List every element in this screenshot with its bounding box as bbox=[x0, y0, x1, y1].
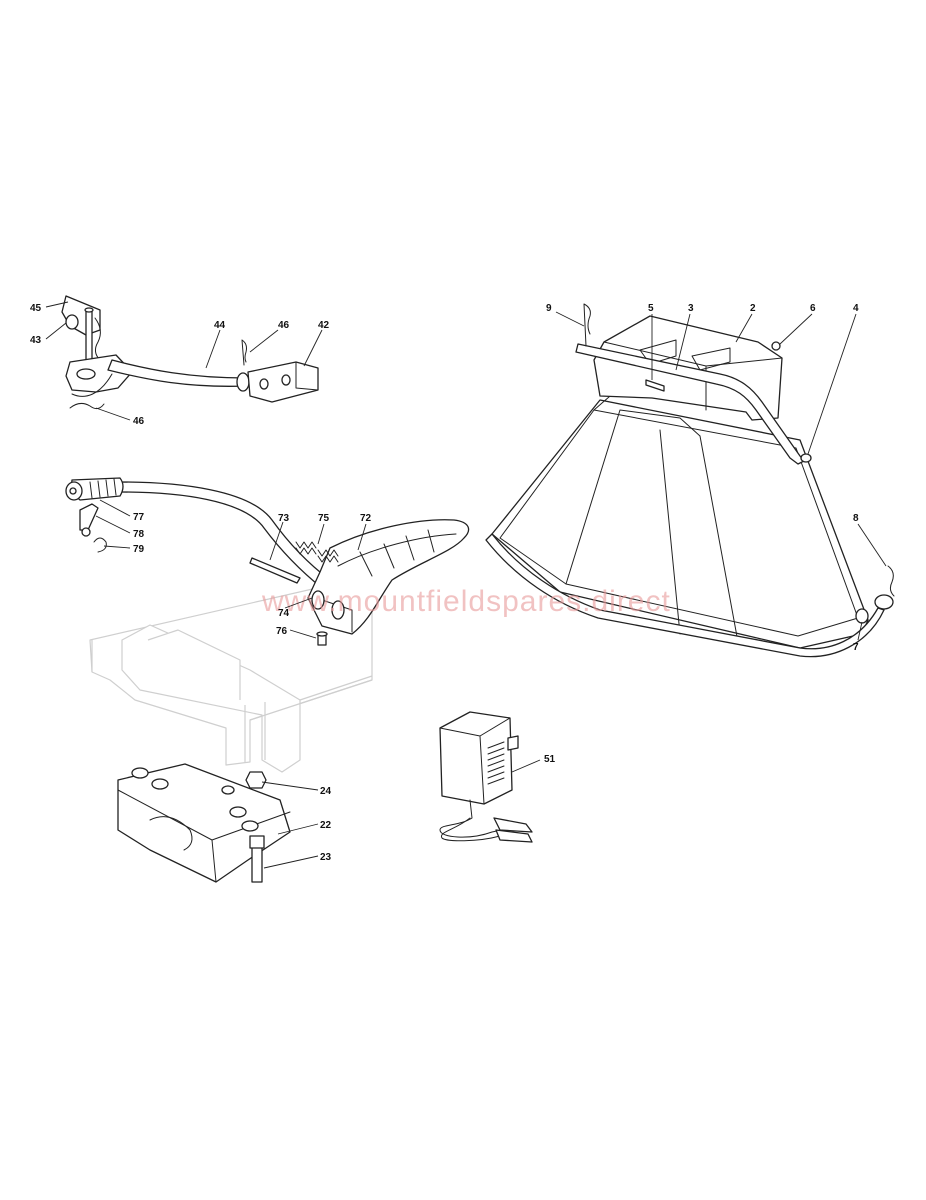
callout-8: 8 bbox=[853, 513, 859, 524]
grass-catcher-frame bbox=[485, 303, 895, 658]
callout-76: 76 bbox=[276, 626, 288, 637]
callout-43: 43 bbox=[30, 335, 42, 346]
callout-3: 3 bbox=[688, 303, 694, 314]
callout-6: 6 bbox=[810, 303, 816, 314]
callout-78: 78 bbox=[133, 529, 145, 540]
lever-handle-assembly bbox=[65, 477, 331, 589]
callout-4: 4 bbox=[853, 303, 859, 314]
callout-51: 51 bbox=[544, 754, 556, 765]
leader-lines bbox=[45, 301, 887, 869]
callout-75: 75 bbox=[318, 513, 330, 524]
callout-22: 22 bbox=[320, 820, 332, 831]
ghost-mower-chassis bbox=[89, 584, 373, 773]
weight-block-assembly bbox=[117, 763, 291, 883]
callout-79: 79 bbox=[133, 544, 145, 555]
callout-labels: 45 43 44 46 42 46 77 78 79 73 75 72 74 7… bbox=[30, 303, 859, 863]
callout-77: 77 bbox=[133, 512, 145, 523]
callout-46-upper: 46 bbox=[278, 320, 290, 331]
callout-44: 44 bbox=[214, 320, 226, 331]
callout-2: 2 bbox=[750, 303, 756, 314]
callout-5: 5 bbox=[648, 303, 654, 314]
callout-72: 72 bbox=[360, 513, 372, 524]
callout-9: 9 bbox=[546, 303, 552, 314]
callout-46-lower: 46 bbox=[133, 416, 145, 427]
hitch-bracket-assembly bbox=[61, 295, 319, 410]
callout-73: 73 bbox=[278, 513, 290, 524]
callout-42: 42 bbox=[318, 320, 330, 331]
callout-74: 74 bbox=[278, 608, 290, 619]
chute-hook-assembly bbox=[295, 519, 470, 646]
watermark-text: www.mountfieldspares.direct bbox=[261, 585, 671, 618]
callout-45: 45 bbox=[30, 303, 42, 314]
callout-23: 23 bbox=[320, 852, 332, 863]
callout-24: 24 bbox=[320, 786, 332, 797]
callout-7: 7 bbox=[853, 642, 859, 653]
battery-charger bbox=[439, 711, 533, 843]
